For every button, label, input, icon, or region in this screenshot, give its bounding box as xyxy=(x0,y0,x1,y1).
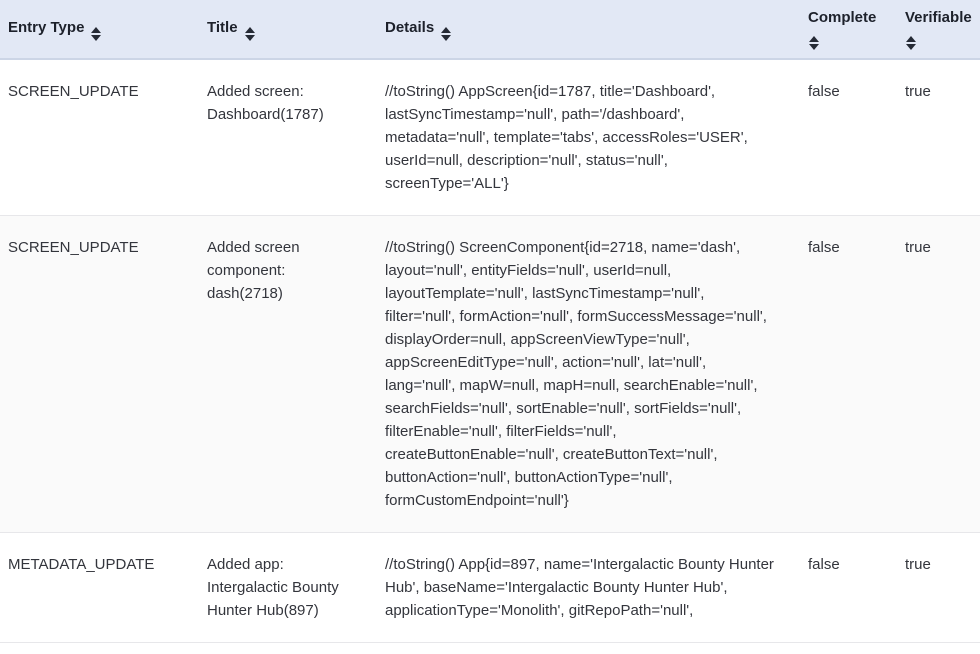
column-header-label: Details xyxy=(385,18,435,36)
cell-details: //toString() App{id=897, name='Intergala… xyxy=(385,556,774,619)
column-header-complete[interactable]: Complete xyxy=(800,0,897,58)
cell-title: Added screen component: dash(2718) xyxy=(207,239,300,302)
cell-entry-type: METADATA_UPDATE xyxy=(8,556,155,573)
cell-entry-type: SCREEN_UPDATE xyxy=(8,239,139,256)
sort-arrows-icon xyxy=(244,26,255,41)
cell-details: //toString() AppScreen{id=1787, title='D… xyxy=(385,83,748,192)
column-header-verifiable[interactable]: Verifiable xyxy=(897,0,980,58)
cell-verifiable: true xyxy=(905,556,931,573)
cell-complete: false xyxy=(808,83,840,100)
cell-title: Added app: Intergalactic Bounty Hunter H… xyxy=(207,556,339,619)
table-row: SCREEN_UPDATE Added screen: Dashboard(17… xyxy=(0,60,980,216)
cell-verifiable: true xyxy=(905,239,931,256)
cell-complete: false xyxy=(808,239,840,256)
table-body: SCREEN_UPDATE Added screen: Dashboard(17… xyxy=(0,60,980,643)
table-header-row: Entry Type Title Details Complete Verifi… xyxy=(0,0,980,60)
sort-arrows-icon xyxy=(441,26,452,41)
column-header-details[interactable]: Details xyxy=(377,10,800,49)
column-header-entry-type[interactable]: Entry Type xyxy=(0,10,199,49)
column-header-label: Complete xyxy=(808,9,877,26)
cell-details: //toString() ScreenComponent{id=2718, na… xyxy=(385,239,767,509)
sort-arrows-icon xyxy=(91,26,102,41)
column-header-label: Title xyxy=(207,18,238,36)
column-header-label: Verifiable xyxy=(905,9,972,26)
cell-complete: false xyxy=(808,556,840,573)
sort-arrows-icon xyxy=(809,36,819,50)
table-row: METADATA_UPDATE Added app: Intergalactic… xyxy=(0,533,980,643)
column-header-title[interactable]: Title xyxy=(199,10,377,49)
cell-verifiable: true xyxy=(905,83,931,100)
sort-arrows-icon xyxy=(906,36,916,50)
table-row: SCREEN_UPDATE Added screen component: da… xyxy=(0,216,980,533)
column-header-label: Entry Type xyxy=(8,18,85,36)
cell-entry-type: SCREEN_UPDATE xyxy=(8,83,139,100)
cell-title: Added screen: Dashboard(1787) xyxy=(207,83,324,123)
